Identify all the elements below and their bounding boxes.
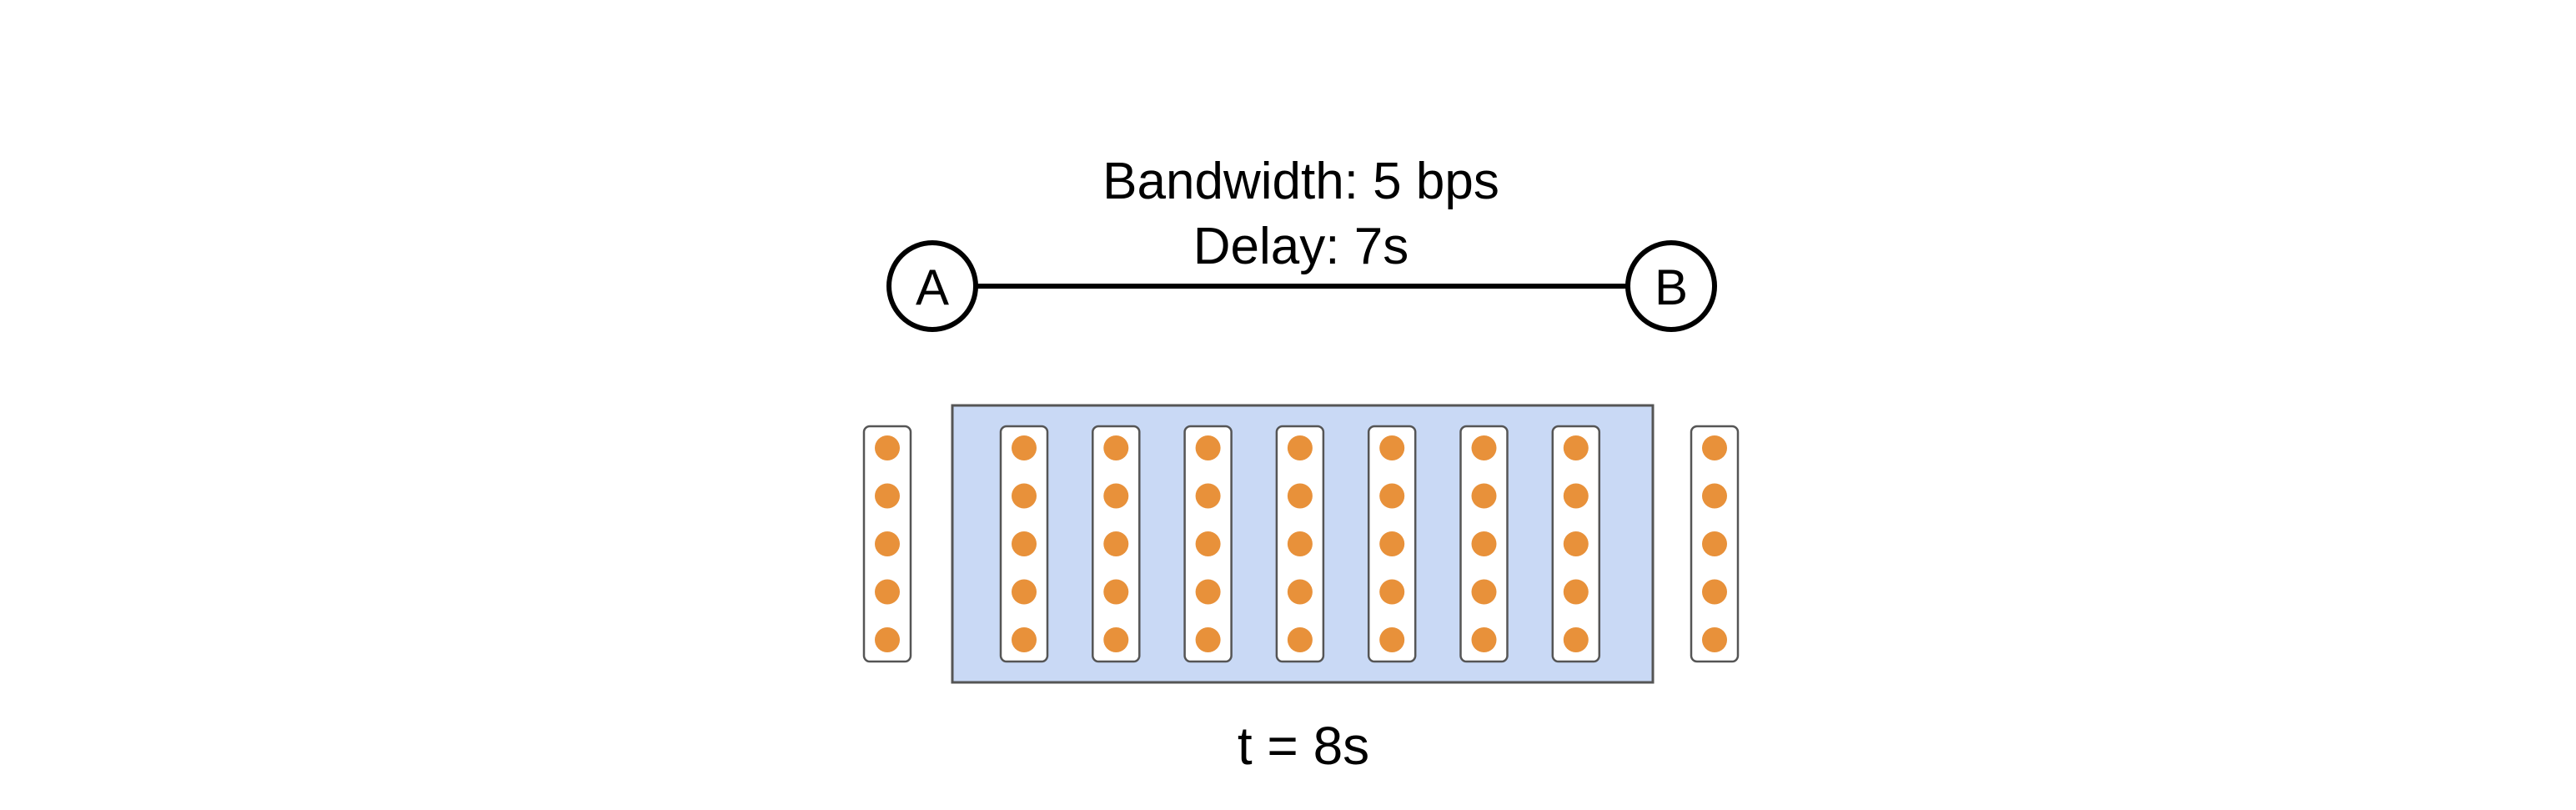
bit-dot bbox=[1471, 435, 1497, 460]
packet-in-transit bbox=[1275, 425, 1325, 663]
bit-dot bbox=[1103, 627, 1129, 652]
node-b-circle bbox=[1625, 240, 1717, 332]
bit-dot bbox=[1287, 627, 1313, 652]
bit-dot bbox=[1287, 483, 1313, 509]
bit-dot bbox=[875, 435, 900, 460]
bit-dot bbox=[1195, 435, 1221, 460]
bit-dot bbox=[1702, 483, 1727, 509]
bit-dot bbox=[1379, 435, 1405, 460]
packet-delivered bbox=[1690, 425, 1740, 663]
bit-dot bbox=[1379, 627, 1405, 652]
bit-dot bbox=[1471, 627, 1497, 652]
bit-dot bbox=[1702, 531, 1727, 556]
bit-dot bbox=[1471, 483, 1497, 509]
bit-dot bbox=[1287, 579, 1313, 605]
bit-dot bbox=[1379, 531, 1405, 556]
bit-dot bbox=[1103, 483, 1129, 509]
bit-dot bbox=[1103, 435, 1129, 460]
bit-dot bbox=[1012, 531, 1037, 556]
bit-dot bbox=[1563, 627, 1589, 652]
node-a-circle bbox=[886, 240, 978, 332]
bit-dot bbox=[1287, 531, 1313, 556]
time-label: t = 8s bbox=[1238, 716, 1369, 776]
packet-in-transit bbox=[1459, 425, 1509, 663]
bit-dot bbox=[1195, 627, 1221, 652]
bit-dot bbox=[1563, 435, 1589, 460]
bit-dot bbox=[875, 483, 900, 509]
delay-label: Delay: 7s bbox=[1193, 218, 1409, 275]
bit-dot bbox=[1702, 627, 1727, 652]
packet-in-transit bbox=[1092, 425, 1141, 663]
bit-dot bbox=[1379, 579, 1405, 605]
bit-dot bbox=[875, 579, 900, 605]
bandwidth-label: Bandwidth: 5 bps bbox=[1102, 153, 1499, 210]
bit-dot bbox=[1563, 531, 1589, 556]
bit-dot bbox=[875, 531, 900, 556]
bit-dot bbox=[1012, 627, 1037, 652]
bit-dot bbox=[1563, 579, 1589, 605]
packet-in-transit bbox=[1551, 425, 1601, 663]
bit-dot bbox=[1195, 531, 1221, 556]
bit-dot bbox=[1195, 579, 1221, 605]
bit-dot bbox=[1012, 435, 1037, 460]
bit-dot bbox=[1379, 483, 1405, 509]
bit-dot bbox=[1563, 483, 1589, 509]
bit-dot bbox=[1012, 483, 1037, 509]
bit-dot bbox=[1471, 579, 1497, 605]
bit-dot bbox=[1103, 579, 1129, 605]
packet-in-transit bbox=[1183, 425, 1233, 663]
bit-dot bbox=[1287, 435, 1313, 460]
node-b: B bbox=[1625, 240, 1717, 332]
packet-waiting bbox=[862, 425, 912, 663]
node-a-label: A bbox=[916, 259, 949, 315]
node-a: A bbox=[886, 240, 978, 332]
in-transit-packets bbox=[999, 425, 1601, 663]
bit-dot bbox=[1195, 483, 1221, 509]
node-b-label: B bbox=[1655, 259, 1688, 315]
bit-dot bbox=[875, 627, 900, 652]
waiting-packets bbox=[862, 425, 912, 663]
bit-dot bbox=[1702, 435, 1727, 460]
packet-in-transit bbox=[1367, 425, 1417, 663]
bit-dot bbox=[1471, 531, 1497, 556]
bit-dot bbox=[1012, 579, 1037, 605]
delivered-packets bbox=[1690, 425, 1740, 663]
bit-dot bbox=[1702, 579, 1727, 605]
bit-dot bbox=[1103, 531, 1129, 556]
packet-in-transit bbox=[999, 425, 1049, 663]
